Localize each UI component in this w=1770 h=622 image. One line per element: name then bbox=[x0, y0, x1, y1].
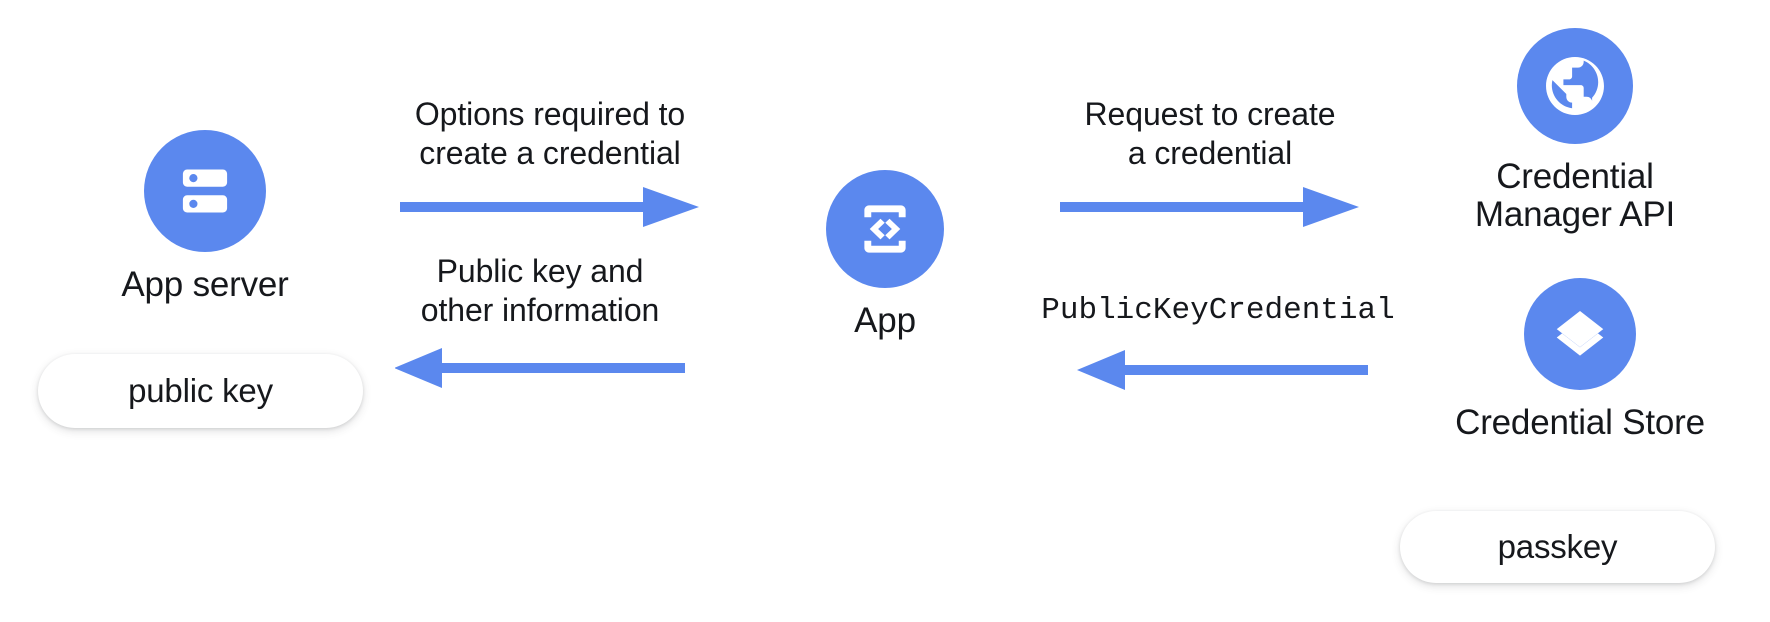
node-app: App bbox=[775, 170, 995, 340]
node-credential-store: Credential Store bbox=[1440, 278, 1720, 442]
server-icon bbox=[144, 130, 266, 252]
node-label-app: App bbox=[854, 301, 916, 340]
node-credential-manager-api: Credential Manager API bbox=[1435, 28, 1715, 234]
chip-public-key-label: public key bbox=[128, 372, 273, 409]
node-label-app-server: App server bbox=[121, 265, 289, 304]
arrow-left-public-key-return bbox=[395, 348, 685, 389]
flow-publickeycredential: PublicKeyCredential bbox=[1018, 292, 1418, 394]
device-code-icon bbox=[826, 170, 944, 288]
flow-label-publickeycredential: PublicKeyCredential bbox=[1041, 293, 1395, 328]
node-label-credential-manager-api: Credential Manager API bbox=[1474, 157, 1676, 234]
chip-passkey: passkey bbox=[1400, 511, 1715, 583]
layers-icon bbox=[1524, 278, 1636, 390]
node-label-credential-store: Credential Store bbox=[1455, 403, 1705, 442]
flow-request-to-create: Request to create a credential bbox=[1015, 95, 1405, 231]
chip-public-key: public key bbox=[38, 354, 363, 428]
flow-label-public-key-return: Public key and other information bbox=[420, 253, 660, 329]
arrow-right-request-to-create bbox=[1060, 187, 1359, 228]
flow-label-options-required: Options required to create a credential bbox=[414, 96, 686, 172]
flow-public-key-return: Public key and other information bbox=[345, 252, 735, 392]
flow-label-request-to-create: Request to create a credential bbox=[1084, 96, 1336, 172]
flow-options-required: Options required to create a credential bbox=[355, 95, 745, 231]
chip-passkey-label: passkey bbox=[1497, 528, 1618, 565]
arrow-right-options-required bbox=[400, 187, 699, 228]
globe-icon bbox=[1517, 28, 1633, 144]
node-app-server: App server bbox=[80, 130, 330, 304]
arrow-left-publickeycredential bbox=[1077, 349, 1368, 390]
